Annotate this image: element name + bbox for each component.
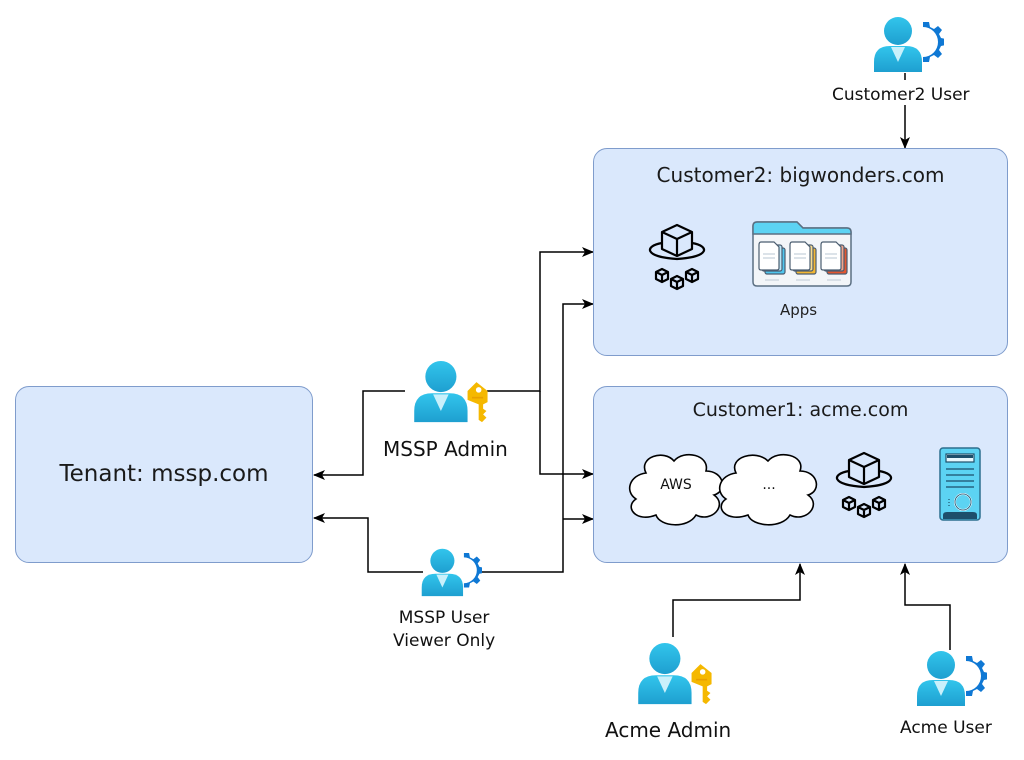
server-icon — [939, 447, 981, 521]
person-head — [927, 651, 955, 679]
connector-mssp-user-to-customer2 — [480, 299, 594, 573]
acme-user-icon — [917, 651, 987, 706]
mssp-admin-label: MSSP Admin — [383, 437, 508, 461]
gear-icon — [461, 553, 482, 588]
key-icon — [467, 382, 488, 423]
cloud-label-other: ... — [762, 477, 776, 493]
key-icon — [691, 664, 712, 705]
customer1-title: Customer1: acme.com — [692, 399, 909, 421]
person-head — [649, 643, 681, 675]
cloud-label-aws: AWS — [660, 477, 692, 493]
tenant-title: Tenant: mssp.com — [59, 461, 269, 487]
connector-mssp-admin-to-tenant — [313, 390, 405, 480]
person-collar — [934, 681, 948, 696]
acme-admin-label: Acme Admin — [605, 718, 732, 742]
mssp-user-label-line2: Viewer Only — [393, 631, 496, 651]
cube-cluster-icon — [649, 223, 705, 291]
gear-icon — [920, 22, 944, 62]
customer2-box[interactable]: Customer2: bigwonders.com Apps — [593, 148, 1008, 356]
person-collar — [657, 676, 673, 693]
mssp-admin-icon — [414, 361, 488, 423]
customer1-box[interactable]: Customer1: acme.com AWS ... — [593, 386, 1008, 563]
apps-folder-icon — [752, 221, 852, 287]
connector-mssp-user-to-tenant — [313, 513, 423, 573]
person-head — [425, 361, 457, 393]
cloud-icon-other — [718, 453, 818, 526]
connector-acme-user-to-customer1 — [900, 563, 951, 650]
acme-admin-icon — [638, 643, 712, 705]
person-collar — [891, 47, 905, 62]
connector-mssp-admin-to-customer2 — [487, 247, 594, 392]
cube-cluster-icon — [836, 451, 892, 519]
customer2-user-icon — [874, 17, 944, 72]
apps-label: Apps — [780, 301, 818, 319]
person-head — [430, 548, 455, 573]
mssp-user-label-line1: MSSP User — [398, 608, 490, 628]
person-collar — [433, 394, 449, 411]
person-head — [884, 17, 912, 45]
mssp-user-label: MSSP User Viewer Only — [393, 607, 496, 653]
connector-acme-admin-to-customer1 — [672, 563, 805, 637]
connector-mssp-admin-to-customer1 — [539, 391, 594, 479]
gear-icon — [963, 656, 987, 696]
acme-user-label: Acme User — [900, 718, 992, 739]
mssp-user-icon — [421, 548, 482, 597]
cloud-icon-aws — [628, 453, 724, 526]
tenant-box[interactable]: Tenant: mssp.com — [15, 386, 313, 563]
customer2-title: Customer2: bigwonders.com — [656, 163, 945, 187]
person-collar — [436, 574, 449, 588]
customer2-user-label: Customer2 User — [832, 85, 970, 106]
